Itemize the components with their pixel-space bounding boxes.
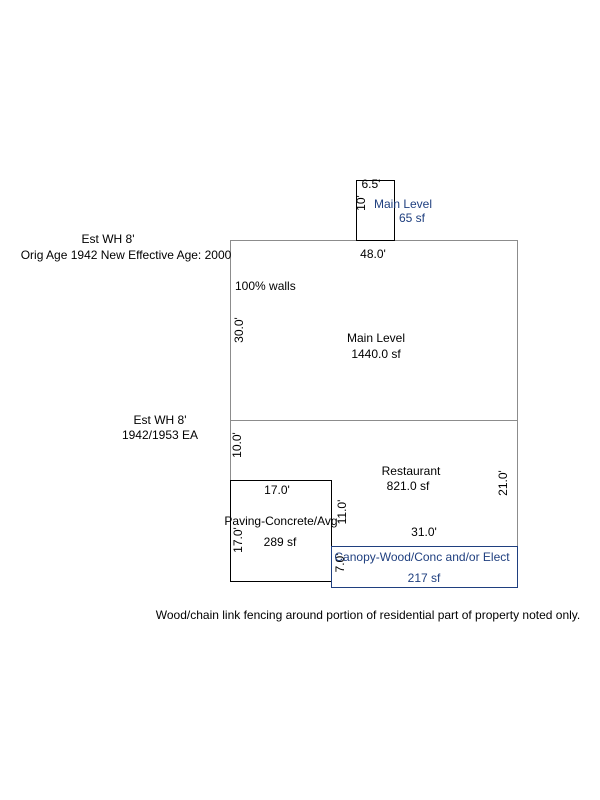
- main-level-area: 1440.0 sf: [351, 347, 401, 361]
- main-level-name: Main Level: [347, 331, 405, 345]
- paving-name: Paving-Concrete/Avg: [224, 514, 337, 528]
- canopy-name: Canopy-Wood/Conc and/or Elect: [334, 550, 510, 564]
- restaurant-area: 821.0 sf: [387, 479, 430, 493]
- main-top-dimension: 48.0': [360, 247, 386, 261]
- restaurant-left-dimension: 10.0': [230, 432, 244, 458]
- restaurant-age-note: 1942/1953 EA: [122, 428, 198, 442]
- paving-side-dimension: 17.0': [231, 527, 245, 553]
- restaurant-name: Restaurant: [382, 464, 441, 478]
- restaurant-wall-height-note: Est WH 8': [134, 413, 187, 427]
- canopy-side-dimension: 7.0': [333, 554, 347, 573]
- paving-top-dimension: 17.0': [264, 483, 290, 497]
- restaurant-bottom-dimension: 31.0': [411, 525, 437, 539]
- main-age-note: Orig Age 1942 New Effective Age: 2000: [21, 248, 232, 262]
- paving-outline: [230, 480, 332, 582]
- restaurant-inner-dimension: 11.0': [335, 500, 349, 525]
- small-main-level-outline: [356, 180, 395, 241]
- paving-area: 289 sf: [264, 535, 297, 549]
- walls-note: 100% walls: [235, 279, 296, 293]
- main-wall-height-note: Est WH 8': [82, 232, 135, 246]
- small-main-level-top-dimension: 6.5': [362, 177, 381, 191]
- main-side-dimension: 30.0': [232, 317, 246, 343]
- small-main-level-side-dimension: 10': [354, 195, 368, 211]
- fencing-footnote: Wood/chain link fencing around portion o…: [156, 608, 580, 622]
- small-main-level-area: 65 sf: [399, 211, 426, 225]
- restaurant-right-dimension: 21.0': [496, 470, 510, 496]
- small-main-level-name: Main Level: [374, 197, 432, 211]
- canopy-outline: [331, 546, 518, 588]
- canopy-area: 217 sf: [408, 571, 441, 585]
